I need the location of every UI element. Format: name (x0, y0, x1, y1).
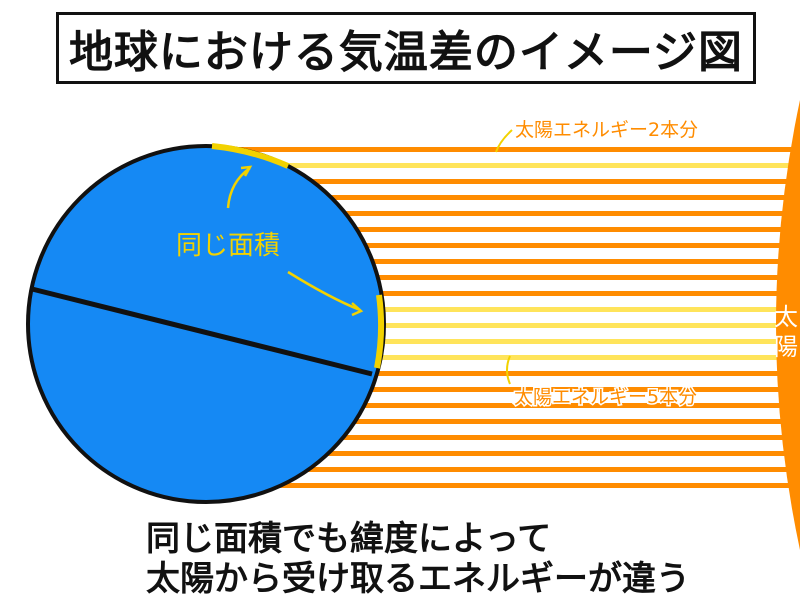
high-latitude-area-arc (211, 143, 290, 169)
sun-label-bottom: 陽 (774, 333, 798, 361)
low-latitude-area-arc (374, 294, 385, 369)
ray-stripe (190, 387, 800, 392)
equal-area-label: 同じ面積 (176, 231, 280, 261)
leader-energy-5 (506, 355, 511, 385)
earth (26, 144, 386, 504)
ray-stripe (190, 275, 800, 280)
caption-line-1: 同じ面積でも緯度によって (146, 519, 552, 559)
arrow-head-low-latitude (351, 302, 364, 317)
ray-stripe (190, 259, 800, 264)
leader-energy-2 (495, 129, 513, 153)
ray-stripe (190, 483, 800, 488)
title-box: 地球における気温差のイメージ図 (56, 12, 756, 84)
ray-stripe (190, 243, 800, 248)
ray-stripe (190, 147, 800, 152)
sun (776, 100, 800, 550)
ray-stripe (190, 403, 800, 408)
ray-stripe (190, 211, 800, 216)
energy-5-label: 太陽エネルギー5本分 (514, 386, 697, 408)
ray-stripe (190, 227, 800, 232)
ray-stripe (190, 291, 800, 296)
ray-stripe (190, 163, 800, 168)
caption-line-2: 太陽から受け取るエネルギーが違う (146, 559, 690, 599)
caption: 同じ面積でも緯度によって 太陽から受け取るエネルギーが違う (146, 519, 786, 599)
ray-stripe (190, 339, 800, 344)
equator-line (31, 286, 373, 377)
ray-stripe (190, 195, 800, 200)
ray-stripe (190, 307, 800, 312)
energy-2-label: 太陽エネルギー2本分 (515, 119, 698, 141)
arrow-to-low-latitude (287, 270, 361, 312)
ray-stripe (190, 323, 800, 328)
sun-label-top: 太 (774, 303, 798, 331)
arrow-head-high-latitude (240, 165, 253, 177)
ray-stripe (190, 371, 800, 376)
ray-stripe (190, 355, 800, 360)
ray-stripe (190, 435, 800, 440)
sunlight-rays (190, 147, 800, 488)
ray-stripe (190, 451, 800, 456)
ray-stripe (190, 179, 800, 184)
page-title: 地球における気温差のイメージ図 (68, 27, 744, 78)
ray-stripe (190, 467, 800, 472)
ray-stripe (190, 419, 800, 424)
